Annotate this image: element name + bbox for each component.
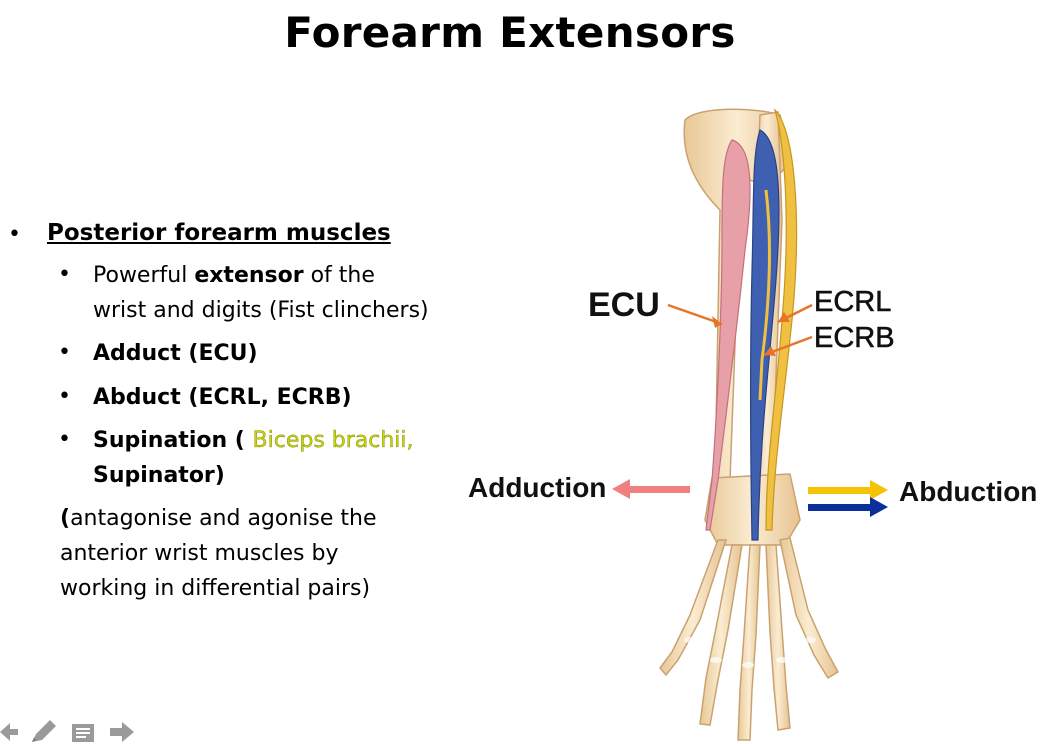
label-abduction: Abduction bbox=[899, 476, 1038, 507]
label-ecrl: ECRL bbox=[814, 286, 892, 319]
pen-icon[interactable] bbox=[28, 718, 58, 744]
slideshow-toolbar bbox=[0, 718, 150, 744]
ecu-pointer-head bbox=[712, 316, 722, 328]
item-text: Abduct (ECRL, ECRB) bbox=[93, 385, 352, 410]
bullet-dot: • bbox=[58, 384, 71, 409]
adduction-arrow-shaft bbox=[626, 486, 690, 493]
item-text-line2: wrist and digits (Fist clinchers) bbox=[93, 298, 429, 323]
bullet-dot: • bbox=[58, 262, 71, 287]
arrow-left-icon[interactable] bbox=[0, 718, 20, 744]
label-ecu: ECU bbox=[588, 286, 660, 324]
note-line: anterior wrist muscles by bbox=[60, 541, 339, 566]
abduction-arrow-yellow bbox=[808, 487, 870, 494]
abduction-arrow-blue bbox=[808, 504, 870, 511]
muscle-illustration bbox=[705, 107, 798, 541]
heading-text: Posterior forearm muscles bbox=[47, 220, 391, 246]
ecu-pointer bbox=[667, 303, 723, 326]
label-adduction: Adduction bbox=[468, 472, 607, 503]
slide-title: Forearm Extensors bbox=[284, 8, 736, 57]
ecrb-pointer-head bbox=[764, 346, 776, 356]
ecrl-pointer-head bbox=[778, 312, 790, 322]
notes-icon[interactable] bbox=[70, 718, 96, 744]
note-line: working in differential pairs) bbox=[60, 576, 371, 601]
item-text-line2: Supinator) bbox=[93, 463, 225, 488]
adduction-arrow-head bbox=[612, 479, 630, 499]
bullet-dot: • bbox=[58, 427, 71, 452]
abduction-arrow-yellow-head bbox=[870, 480, 888, 500]
abduction-arrow-blue-head bbox=[870, 497, 888, 517]
bullet-list: • Posterior forearm muscles • Powerful e… bbox=[0, 0, 470, 620]
highlight-text: Biceps brachii, bbox=[252, 428, 414, 453]
label-ecrb: ECRB bbox=[814, 322, 895, 355]
bullet-dot: • bbox=[8, 222, 21, 247]
item-text: Powerful extensor of the bbox=[93, 263, 375, 288]
item-text: Supination ( Biceps brachii, bbox=[93, 428, 414, 453]
arrow-right-icon[interactable] bbox=[108, 718, 136, 744]
item-text: Adduct (ECU) bbox=[93, 341, 258, 366]
bullet-dot: • bbox=[58, 340, 71, 365]
forearm-illustration bbox=[612, 107, 888, 741]
